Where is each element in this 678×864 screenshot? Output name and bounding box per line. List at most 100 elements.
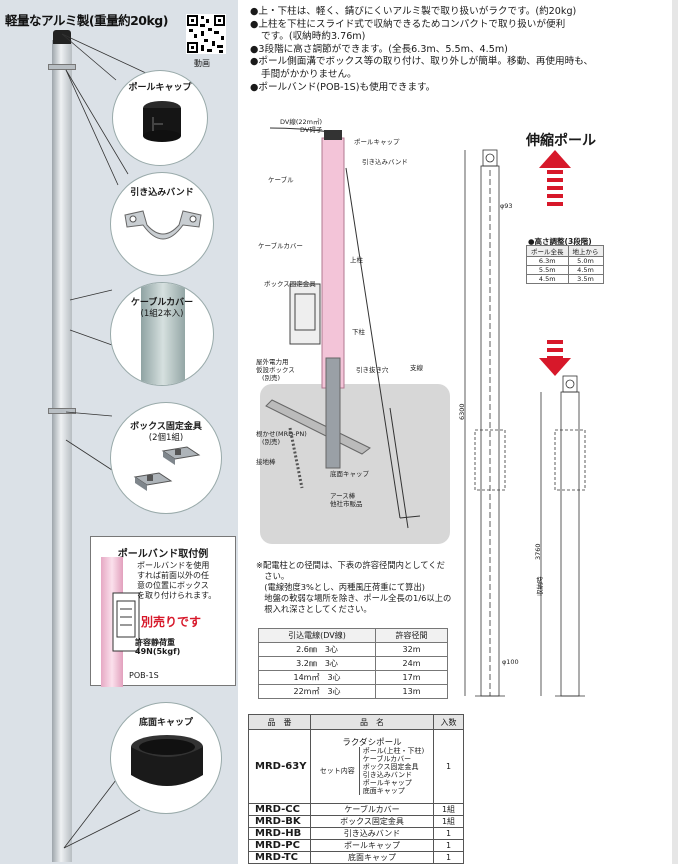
box-fixture-note: (2個1組) (148, 433, 184, 443)
diagram-label-bottom-cap: 底面キャップ (330, 470, 369, 478)
cable-cover-callout: ケーブルカバー (1組2本入) (110, 282, 214, 386)
pole-band-top (48, 64, 76, 70)
table-row: MRD-PC ポールキャップ 1 (248, 839, 464, 852)
allowable-load-label: 許容静荷重 (135, 638, 175, 647)
qr-video-label: 動画 (194, 59, 210, 68)
diagram-label-support-wire: 支線 (410, 364, 423, 372)
product-code: MRD-63Y (248, 729, 311, 804)
box-fixture-callout: ボックス固定金具 (2個1組) (110, 402, 222, 514)
stored-length-dimension: 3760 (534, 543, 542, 560)
box-fixture-icon (133, 446, 201, 491)
table-row: 5.5m 4.5m (526, 265, 604, 275)
pole-cap-label: ポールキャップ (128, 83, 192, 93)
diagram-label-pole-cap: ポールキャップ (354, 138, 400, 146)
aluminum-pole-photo (52, 40, 72, 862)
allowable-load-value: 49N(5kgf) (135, 647, 181, 656)
left-product-panel: 軽量なアルミ製(重量約20kg) 動画 (0, 0, 238, 864)
top-diameter-dimension: φ93 (500, 202, 513, 210)
bullet-line: です。(収納時約3.76m) (261, 31, 366, 43)
diagram-label-lower-pole: 下柱 (352, 328, 365, 336)
set-contents-list: ポール(上柱・下柱) ケーブルカバー ボックス固定金具 引き込みバンド ポールキ… (358, 746, 424, 795)
diagram-label-box-fixture: ボックス固定金具 (264, 280, 316, 288)
diagram-label-pull-hole: 引き抜き穴 (356, 366, 389, 374)
pole-band-part-label: POB-1S (129, 671, 159, 680)
table-row: MRD-BK ボックス固定金具 1組 (248, 815, 464, 828)
height-adjust-table: ポール全長 地上から 6.3m 5.0m 5.5m 4.5m 4.5m 3.5m (526, 245, 604, 284)
table-row: MRD-63Y ラクダシポール セット内容 ポール(上柱・下柱) ケーブルカバー… (248, 729, 464, 804)
product-name: ラクダシポール (342, 737, 402, 748)
height-table-title: ●高さ調整(3段階) (528, 237, 592, 246)
product-table-header: 入数 (433, 714, 464, 730)
qr-code-icon[interactable] (186, 14, 226, 54)
table-row: MRD-HB 引き込みバンド 1 (248, 827, 464, 840)
diagram-label-earth2: 他社市販品 (330, 500, 363, 508)
span-table-header: 許容径間 (375, 628, 448, 643)
pole-cap-icon (143, 101, 181, 142)
vertical-scrollbar[interactable] (672, 0, 678, 864)
bottom-cap-icon (131, 735, 203, 786)
diagram-label-outdoor-box2: 仮設ボックス (256, 366, 295, 374)
height-table-header: ポール全長 (526, 245, 569, 257)
diagram-label-ground-rod: 接地棒 (256, 458, 276, 466)
pink-pole-illustration (101, 557, 123, 687)
diagram-label-rooting: 根かせ(MRD-PN) (256, 430, 307, 438)
cable-cover-note: (1組2本入) (140, 309, 184, 319)
product-set-cell: ラクダシポール セット内容 ポール(上柱・下柱) ケーブルカバー ボックス固定金… (310, 729, 434, 804)
diagram-label-cable: ケーブル (268, 176, 294, 184)
feature-bullets: ●上・下柱は、軽く、錆びにくいアルミ製で取り扱いがラクです。(約20kg) ●上… (250, 6, 670, 94)
diagram-label-outdoor-box: 屋外電力用 (256, 358, 289, 366)
bottom-diameter-dimension: φ100 (502, 658, 519, 666)
set-contents-label: セット内容 (319, 766, 355, 775)
pole-band-box-illustration (112, 592, 140, 652)
bullet-line: ●ポールバンド(POB-1S)も使用できます。 (250, 81, 436, 93)
table-row: 6.3m 5.0m (526, 256, 604, 266)
bullet-line: ●上柱を下柱にスライド式で収納できるためコンパクトで取り扱いが便利 (250, 18, 566, 30)
pole-top-cap (53, 30, 71, 44)
bullet-line: ●3段階に高さ調節ができます。(全長6.3m、5.5m、4.5m) (250, 43, 508, 55)
weight-title: 軽量なアルミ製(重量約20kg) (5, 13, 168, 28)
height-table-header: 地上から (567, 245, 604, 257)
product-table: 品 番 品 名 入数 MRD-63Y ラクダシポール セット内容 ポール(上柱・… (248, 714, 464, 864)
cable-cover-label: ケーブルカバー (130, 298, 194, 308)
table-row: MRD-TC 底面キャップ 1 (248, 851, 464, 864)
product-table-header: 品 番 (248, 714, 311, 730)
diagram-label-upper-pole: 上柱 (350, 256, 363, 264)
hikikomi-band-icon (124, 210, 202, 240)
bullet-line: ●上・下柱は、軽く、錆びにくいアルミ製で取り扱いがラクです。(約20kg) (250, 6, 577, 17)
installation-diagram (260, 127, 450, 544)
hikikomi-band-label: 引き込みバンド (130, 188, 194, 198)
table-row: 4.5m 3.5m (526, 274, 604, 284)
pole-band-example-title: ポールバンド取付例 (117, 549, 209, 560)
span-table-header: 引込電線(DV線) (257, 628, 377, 643)
diagram-label-earth: アース棒 (330, 492, 356, 500)
callout-leader-lines (61, 33, 149, 849)
span-note: ※配電柱との径間は、下表の許容径間内としてくだ さい。 (電線弛度3%とし、丙種… (256, 560, 452, 614)
pole-band-middle (48, 408, 76, 414)
diagram-label-cable-cover: ケーブルカバー (258, 242, 303, 250)
bullet-line: ●ポール側面溝でボックス等の取り付け、取り外しが簡単。移動、再使用時も、 (250, 56, 594, 68)
table-row: MRD-CC ケーブルカバー 1組 (248, 803, 464, 816)
diagram-label-rooting2: (別売) (262, 438, 281, 446)
bullet-line: 手間がかかりません。 (261, 68, 357, 80)
product-table-header: 品 名 (310, 714, 434, 730)
pole-band-example-box: ポールバンド取付例 ポールバンドを使用 すれば前面以外の任 意の位置にボックス … (90, 536, 236, 687)
bottom-cap-label: 底面キャップ (138, 718, 193, 728)
sold-separately-label: 別売りです (141, 615, 202, 629)
diagram-label-dv-wire: DV線(22m㎡) (280, 118, 323, 126)
diagram-label-outdoor-box3: (別売) (262, 374, 281, 382)
product-qty: 1 (433, 729, 464, 804)
hikikomi-band-callout: 引き込みバンド (110, 172, 214, 276)
diagram-label-hikikomi-band: 引き込みバンド (362, 158, 408, 166)
telescoping-dimension-drawing (464, 149, 586, 697)
box-fixture-label: ボックス固定金具 (130, 422, 202, 432)
telescoping-pole-title: 伸縮ポール (526, 133, 596, 149)
diagram-label-dv-insulator: DV碍子 (300, 126, 323, 134)
pole-band-description: ポールバンドを使用 すれば前面以外の任 意の位置にボックス を取り付けられます。 (137, 561, 217, 600)
pole-cap-callout: ポールキャップ (112, 70, 208, 166)
